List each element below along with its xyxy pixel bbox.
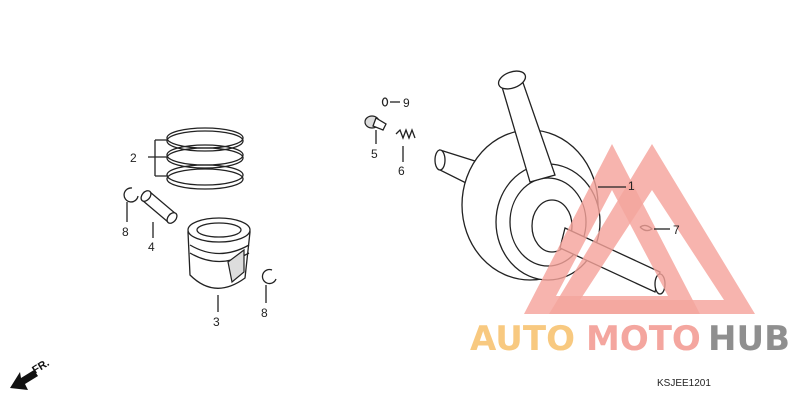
callout-7: 7 [673, 223, 680, 237]
callout-4: 4 [148, 240, 155, 254]
spring [395, 128, 416, 140]
logo-hub: HUB [708, 319, 790, 359]
bolt [364, 115, 387, 131]
callout-8-right: 8 [261, 306, 268, 320]
piston-rings [148, 127, 244, 190]
o-ring [381, 97, 389, 107]
callout-8-left: 8 [122, 225, 129, 239]
logo-auto: AUTO [470, 319, 575, 359]
callout-6: 6 [398, 164, 405, 178]
piston-pin [140, 190, 178, 224]
callout-9: 9 [403, 96, 410, 110]
callout-2: 2 [130, 151, 137, 165]
automotohub-logo: AUTO MOTO HUB [470, 144, 790, 359]
logo-moto: MOTO [586, 319, 701, 359]
diagram-code: KSJEE1201 [657, 378, 711, 389]
piston-pin-clip-right [261, 268, 277, 285]
front-direction-arrow: FR. [10, 357, 52, 390]
callout-5: 5 [371, 147, 378, 161]
callout-1: 1 [628, 179, 635, 193]
piston-pin-clip [123, 187, 139, 203]
piston [187, 217, 251, 289]
callout-3: 3 [213, 315, 220, 329]
